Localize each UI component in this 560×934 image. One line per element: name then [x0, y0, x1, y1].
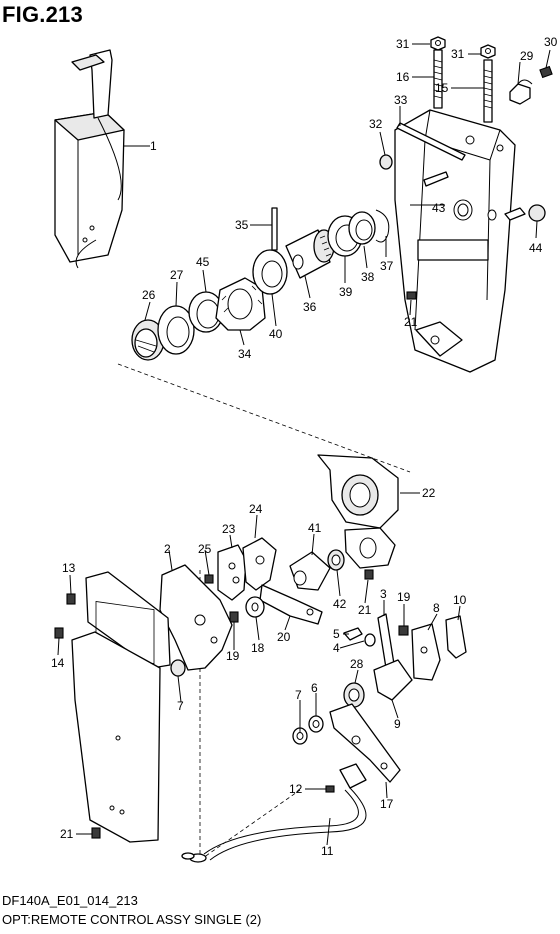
- callout-28: 28: [350, 657, 364, 671]
- callout-17: 17: [380, 797, 394, 811]
- callout-23: 23: [222, 522, 236, 536]
- callout-13: 13: [62, 561, 76, 575]
- callout-5: 5: [333, 627, 340, 641]
- callout-39: 39: [339, 285, 353, 299]
- callout-37: 37: [380, 259, 394, 273]
- callout-19b: 19: [397, 590, 411, 604]
- callout-29: 29: [520, 49, 534, 63]
- callout-24: 24: [249, 502, 263, 516]
- callout-20: 20: [277, 630, 291, 644]
- callout-41: 41: [308, 521, 322, 535]
- callout-8: 8: [433, 601, 440, 615]
- figure-code: DF140A_E01_014_213: [2, 893, 138, 908]
- clamp-29-screw-30: [509, 65, 553, 105]
- callout-30: 30: [544, 35, 558, 49]
- assembly-line-upper: [117, 363, 411, 473]
- part-22-housing: [317, 454, 399, 569]
- callout-26: 26: [142, 288, 156, 302]
- part-17-arm: [329, 703, 401, 783]
- callout-36: 36: [303, 300, 317, 314]
- callout-11: 11: [321, 844, 334, 858]
- shaft-33-pin-32: [379, 122, 546, 300]
- callout-21a: 21: [404, 315, 418, 329]
- bolts-15-16-nuts-31: [430, 36, 496, 123]
- leader-lines: [57, 43, 551, 846]
- callout-22: 22: [422, 486, 436, 500]
- callout-1: 1: [150, 139, 157, 153]
- callout-2: 2: [164, 542, 171, 556]
- callout-27: 27: [170, 268, 184, 282]
- callout-4: 4: [333, 641, 340, 655]
- callout-25: 25: [198, 542, 212, 556]
- callout-40: 40: [269, 327, 283, 341]
- callout-14: 14: [51, 656, 65, 670]
- figure-title: FIG.213: [2, 2, 83, 27]
- figure-description: OPT:REMOTE CONTROL ASSY SINGLE (2): [2, 912, 262, 927]
- callout-16: 16: [396, 70, 410, 84]
- callout-45: 45: [196, 255, 210, 269]
- callout-3: 3: [380, 587, 387, 601]
- washer-18-screws: [204, 569, 409, 636]
- callout-labels: 1 2 3 4 5 6 7 7 8 9 10 11 12 13 14 15 16…: [51, 35, 558, 858]
- callout-32: 32: [369, 117, 383, 131]
- gear-stack: [131, 207, 390, 361]
- callout-31b: 31: [451, 47, 465, 61]
- callout-44: 44: [529, 241, 543, 255]
- callout-31a: 31: [396, 37, 410, 51]
- callout-18: 18: [251, 641, 265, 655]
- callout-42: 42: [333, 597, 347, 611]
- callout-34: 34: [238, 347, 252, 361]
- callout-12: 12: [289, 782, 303, 796]
- callout-43: 43: [432, 201, 446, 215]
- callout-6: 6: [311, 681, 318, 695]
- parts-41-42: [289, 549, 345, 591]
- switch-12-cable-11: [181, 763, 367, 863]
- base-plate: [54, 571, 171, 843]
- callout-9: 9: [394, 717, 401, 731]
- bracket-frame: [394, 109, 516, 373]
- callout-15: 15: [435, 81, 449, 95]
- parts-23-24-plates: [217, 537, 323, 625]
- callout-7b: 7: [177, 699, 184, 713]
- callout-38: 38: [361, 270, 375, 284]
- callout-21c: 21: [60, 827, 74, 841]
- callout-35: 35: [235, 218, 249, 232]
- callout-19a: 19: [226, 649, 240, 663]
- part-1-control-housing: [54, 49, 125, 269]
- callout-21b: 21: [358, 603, 372, 617]
- assembly-line-bottom: [199, 789, 301, 861]
- part-28-bushing: [343, 682, 365, 708]
- callout-10: 10: [453, 593, 467, 607]
- parts-8-9-10: [373, 615, 467, 701]
- callout-7a: 7: [295, 688, 302, 702]
- callout-33: 33: [394, 93, 408, 107]
- washers-6-7: [292, 715, 324, 745]
